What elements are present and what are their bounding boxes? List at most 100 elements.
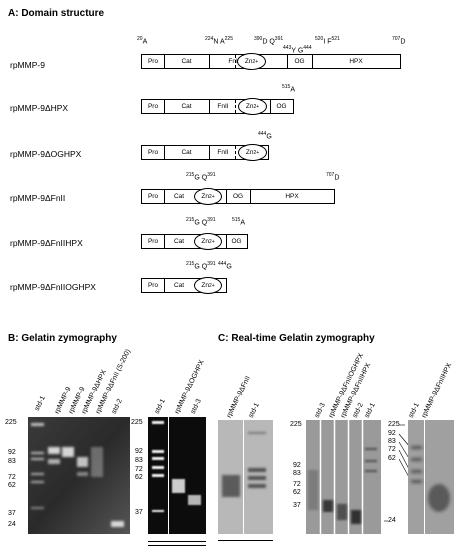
residue-444g: 444G	[218, 261, 232, 271]
residue-707d: 707D	[392, 36, 406, 46]
domain-cat: Cat	[181, 103, 192, 110]
divider	[218, 540, 273, 541]
mw-marker: 92	[135, 448, 143, 455]
gel-image-b2	[148, 417, 206, 534]
residue-215gq391: 215G Q391	[186, 261, 216, 271]
mw-marker: 225	[5, 419, 17, 426]
domain-cat: Cat	[181, 58, 192, 65]
panel-a-title: A: Domain structure	[8, 8, 105, 19]
panel-b-title: B: Gelatin zymography	[8, 333, 117, 344]
mw-marker: 92	[388, 430, 396, 437]
mw-marker: 72	[135, 466, 143, 473]
domain-fnii: FnII	[217, 103, 229, 110]
mw-marker: 62	[293, 489, 301, 496]
domain-cat: Cat	[173, 282, 185, 289]
lane-label: std-2	[351, 401, 365, 419]
domain-pro: Pro	[147, 103, 159, 110]
domain-fnii: FnII	[228, 58, 240, 65]
mw-marker: 37	[135, 509, 143, 516]
domain-cat: Cat	[173, 193, 185, 200]
lane-label: std-1	[247, 401, 261, 419]
lane-label: std-2	[110, 397, 124, 415]
mw-marker: 72	[388, 446, 396, 453]
lane-label: std-1	[33, 394, 47, 412]
mw-marker: 72	[293, 481, 301, 488]
residue-20a: 20A	[137, 36, 148, 46]
gel-image-c3	[408, 420, 454, 534]
mw-marker: 62	[135, 474, 143, 481]
domain-hpx: HPX	[349, 58, 363, 65]
mw-marker: 225	[388, 421, 400, 428]
construct-name-dfniioghpx: rpMMP-9ΔFnIIOGHPX	[10, 282, 96, 292]
mw-marker: 83	[388, 438, 396, 445]
lane-label: std-3	[313, 401, 327, 419]
residue-390dq391: 390D Q391	[254, 36, 284, 46]
lane-label: std-3	[189, 397, 203, 415]
mw-marker: 24	[8, 521, 16, 528]
mw-marker: 83	[293, 470, 301, 477]
domain-og: OG	[276, 103, 287, 110]
divider	[148, 541, 206, 542]
lane-label: rpMMP-9ΔFnIIHPX	[420, 362, 454, 419]
domain-cat: Cat	[181, 149, 192, 156]
mw-marker: 92	[293, 462, 301, 469]
lane-label: rpMMP-9ΔOGHPX	[173, 359, 206, 415]
mw-marker: 83	[8, 458, 16, 465]
lane-label: std-1	[153, 397, 167, 415]
domain-fnii: FnII	[217, 149, 229, 156]
domain-pro: Pro	[147, 193, 159, 200]
domain-og: OG	[294, 58, 305, 65]
construct-name-doghpx: rpMMP-9ΔOGHPX	[10, 149, 82, 159]
gel-image-c1	[218, 420, 273, 534]
construct-name-dfniihpx: rpMMP-9ΔFnIIHPX	[10, 238, 83, 248]
mw-marker: 37	[8, 510, 16, 517]
residue-515a: 515A	[282, 84, 296, 94]
residue-443yg444: 443Y G444	[283, 45, 312, 55]
residue-444g: 444G	[258, 131, 272, 141]
lane-label: std-1	[363, 401, 377, 419]
mw-marker: 37	[293, 502, 301, 509]
residue-515a: 515A	[232, 217, 246, 227]
domain-og: OG	[231, 238, 242, 245]
gel-image-b1	[28, 417, 130, 534]
mw-marker: 225	[290, 421, 302, 428]
residue-215gq391: 215G Q391	[186, 172, 216, 182]
domain-cat: Cat	[173, 238, 185, 245]
residue-520if521: 520I F521	[315, 36, 340, 46]
domain-pro: Pro	[147, 149, 159, 156]
mw-marker: 62	[388, 455, 396, 462]
panel-c-title: C: Real-time Gelatin zymography	[218, 333, 375, 344]
domain-og: OG	[232, 193, 244, 200]
gel-image-c2	[306, 420, 381, 534]
mw-marker: 225	[131, 419, 143, 426]
lane-label: std-1	[407, 401, 421, 419]
construct-name-dfnii: rpMMP-9ΔFnII	[10, 193, 66, 203]
mw-marker: 92	[8, 449, 16, 456]
mw-marker: 62	[8, 482, 16, 489]
mw-marker: 24	[388, 517, 396, 524]
mw-marker: 83	[135, 457, 143, 464]
residue-224na225: 224N A225	[205, 36, 233, 46]
divider	[148, 545, 206, 546]
domain-pro: Pro	[147, 238, 159, 245]
mw-marker: 72	[8, 474, 16, 481]
domain-hpx: HPX	[285, 193, 299, 200]
residue-707d: 707D	[326, 172, 340, 182]
residue-215gq391: 215G Q391	[186, 217, 216, 227]
domain-pro: Pro	[147, 282, 159, 289]
construct-name-rpmmp9: rpMMP-9	[10, 60, 45, 70]
domain-pro: Pro	[147, 58, 159, 65]
construct-name-dhpx: rpMMP-9ΔHPX	[10, 103, 69, 113]
